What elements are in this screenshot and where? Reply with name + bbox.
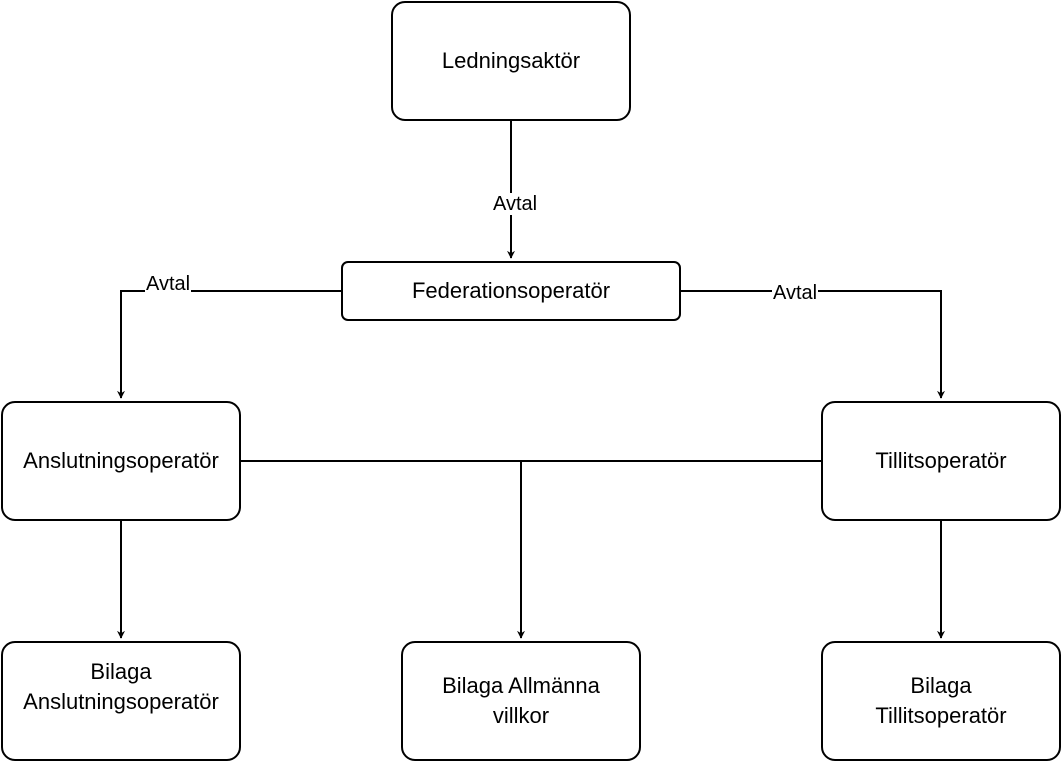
node-bilaga-anslutningsoperator-line1: Bilaga	[90, 659, 152, 684]
node-tillitsoperator[interactable]: Tillitsoperatör	[821, 401, 1061, 521]
edge-federation-to-anslutning	[117, 290, 341, 399]
node-bilaga-tillitsoperator-line1: Bilaga	[910, 673, 972, 698]
node-federationsoperator-label: Federationsoperatör	[411, 278, 611, 303]
node-anslutningsoperator[interactable]: Anslutningsoperatör	[1, 401, 241, 521]
node-ledningsaktor[interactable]: Ledningsaktör	[391, 1, 631, 121]
node-bilaga-allmanna-villkor-line1: Bilaga Allmänna	[442, 673, 600, 698]
edge-label-federation-anslutning: Avtal	[145, 273, 192, 295]
node-bilaga-tillitsoperator-line2: Tillitsoperatör	[875, 703, 1007, 728]
edge-label-federation-tillit: Avtal	[772, 282, 819, 304]
node-tillitsoperator-label: Tillitsoperatör	[875, 448, 1007, 473]
edge-label-ledning-federation: Avtal	[492, 193, 539, 215]
node-bilaga-anslutningsoperator[interactable]: Bilaga Anslutningsoperatör	[1, 641, 241, 761]
node-bilaga-anslutningsoperator-line2: Anslutningsoperatör	[23, 689, 219, 714]
node-federationsoperator[interactable]: Federationsoperatör	[341, 261, 681, 321]
node-ledningsaktor-label: Ledningsaktör	[441, 48, 581, 73]
node-anslutningsoperator-label: Anslutningsoperatör	[23, 448, 219, 473]
node-bilaga-allmanna-villkor[interactable]: Bilaga Allmänna villkor	[401, 641, 641, 761]
node-bilaga-allmanna-villkor-line2: villkor	[492, 703, 550, 728]
edge-federation-to-tillit	[681, 290, 945, 399]
node-bilaga-tillitsoperator[interactable]: Bilaga Tillitsoperatör	[821, 641, 1061, 761]
